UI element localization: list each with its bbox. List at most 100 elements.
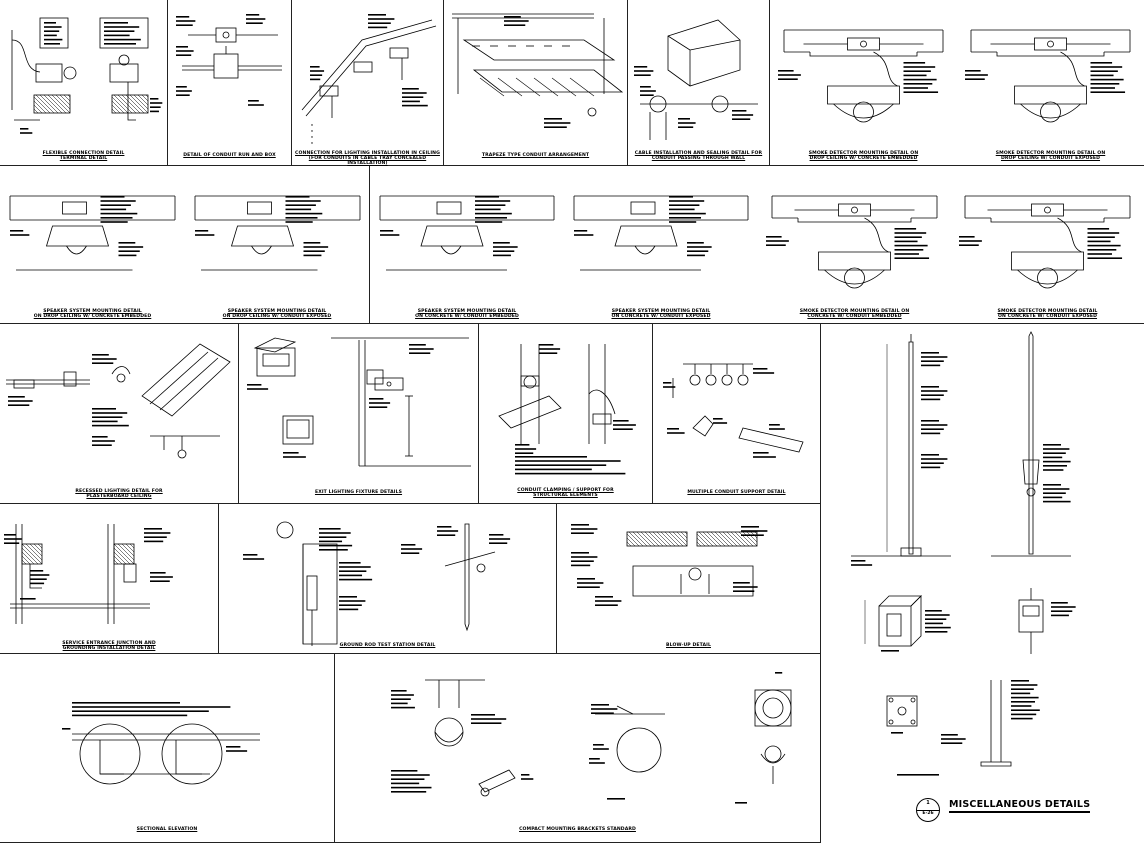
line	[667, 35, 691, 51]
line	[129, 543, 135, 549]
detail-panel: SMOKE DETECTOR MOUNTING DETAIL ON CONCRE…	[951, 166, 1144, 324]
line	[33, 108, 39, 114]
path	[797, 218, 912, 223]
annotation-text-block	[591, 712, 614, 714]
annotation-text-block	[437, 534, 456, 536]
line	[680, 531, 688, 539]
circle	[480, 787, 490, 797]
annotation-text-block	[44, 26, 62, 28]
annotation-text-block	[391, 694, 414, 696]
annotation-text-block	[778, 74, 801, 76]
detail-panel: GROUND ROD TEST STATION DETAIL	[219, 504, 557, 654]
detail-panel: DETAIL OF CONDUIT RUN AND BOX	[168, 0, 292, 166]
annotation-text-block	[285, 196, 310, 198]
annotation-text-block	[100, 196, 125, 198]
circle	[705, 374, 717, 386]
line	[63, 94, 71, 102]
detail-line-art	[176, 14, 282, 106]
detail-panel: SPEAKER SYSTEM MOUNTING DETAIL ON CONCRE…	[564, 166, 758, 324]
annotation-text-block	[285, 204, 316, 206]
annotation-text-block	[669, 204, 700, 206]
annotation-text-block	[1043, 488, 1070, 490]
annotation-text-block	[753, 372, 775, 374]
annotation-text-block	[247, 388, 269, 390]
annotation-text-block	[595, 596, 613, 598]
annotation-text-block	[965, 78, 985, 80]
line	[628, 531, 644, 547]
annotation-text-block	[713, 422, 728, 424]
annotation-text-block	[437, 530, 459, 532]
annotation-text-block	[571, 556, 598, 558]
annotation-text-block	[921, 420, 939, 422]
annotation-text-block	[150, 110, 159, 113]
line	[113, 551, 127, 565]
line	[726, 531, 742, 547]
path	[1020, 103, 1081, 119]
annotation-text-block	[20, 598, 36, 600]
rect	[256, 347, 296, 377]
line	[39, 94, 59, 114]
annotation-text-block	[44, 34, 57, 37]
detail-line-art	[6, 343, 231, 459]
annotation-text-block	[104, 30, 135, 32]
detail-reference-bubble	[916, 798, 940, 822]
annotation-text-block	[391, 774, 430, 776]
circle	[721, 374, 733, 386]
annotation-text-block	[640, 94, 654, 96]
path	[990, 218, 1105, 223]
annotation-text-block	[319, 549, 348, 551]
annotation-text-block	[176, 24, 193, 26]
line	[668, 531, 684, 547]
line	[141, 94, 149, 102]
annotation-text-block	[195, 230, 209, 232]
annotation-text-block	[1043, 448, 1070, 450]
annotation-text-block	[4, 542, 20, 544]
line	[652, 531, 668, 547]
annotation-text-block	[402, 96, 424, 98]
rect	[109, 63, 139, 83]
annotation-text-block	[753, 452, 769, 454]
line	[702, 531, 718, 547]
path	[1060, 51, 1085, 87]
annotation-text-block	[851, 564, 873, 566]
annotation-text-block	[775, 672, 783, 674]
path	[1014, 85, 1087, 105]
line	[113, 94, 133, 114]
annotation-text-block	[303, 246, 329, 248]
detail-panel: SMOKE DETECTOR MOUNTING DETAIL ON CONCRE…	[758, 166, 951, 324]
annotation-text-block	[1090, 83, 1120, 85]
annotation-text-block	[903, 91, 939, 93]
detail-line-art	[851, 331, 1076, 776]
annotation-text-block	[1011, 701, 1035, 703]
detail-line-art	[247, 337, 471, 467]
annotation-text-block	[925, 631, 948, 633]
annotation-text-block	[72, 706, 231, 708]
line	[714, 531, 730, 547]
annotation-text-block	[607, 798, 625, 800]
line	[47, 94, 67, 114]
annotation-text-block	[368, 14, 386, 16]
path	[29, 564, 42, 589]
annotation-text-block	[100, 217, 133, 219]
annotation-text-block	[44, 30, 60, 32]
detail-caption: CONDUIT CLAMPING / SUPPORT FOR STRUCTURA…	[517, 488, 614, 499]
line	[515, 77, 541, 97]
circle	[386, 381, 392, 387]
annotation-text-block	[741, 530, 768, 532]
annotation-text-block	[894, 257, 930, 259]
annotation-text-block	[243, 554, 258, 556]
annotation-text-block	[100, 221, 128, 223]
annotation-text-block	[493, 254, 511, 257]
annotation-text-block	[1043, 452, 1066, 454]
line	[33, 543, 43, 553]
annotation-text-block	[1043, 444, 1061, 446]
annotation-text-block	[515, 456, 587, 458]
annotation-text-block	[766, 240, 789, 242]
rect	[262, 353, 290, 367]
line	[648, 531, 664, 547]
annotation-text-block	[100, 208, 127, 211]
annotation-text-block	[100, 212, 138, 215]
path	[980, 761, 1012, 767]
detail-line-art	[663, 363, 804, 458]
detail-panel: SMOKE DETECTOR MOUNTING DETAIL ON DROP C…	[770, 0, 957, 166]
